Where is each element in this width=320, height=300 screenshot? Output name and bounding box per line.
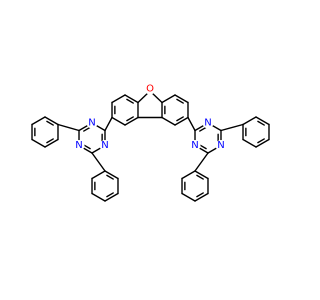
nitrogen-atom-label-background (202, 117, 214, 129)
phenyl-ring-double-bond (257, 138, 265, 144)
phenyl-ring-double-bond (106, 174, 114, 180)
dibenzofuran-left-ring-double-bond (126, 98, 134, 104)
dibenzofuran-right-ring-double-bond (176, 116, 184, 122)
phenyl-ring-bond (242, 116, 257, 126)
phenyl-bond (91, 152, 106, 172)
phenyl-ring-double-bond (46, 138, 54, 144)
phenyl-ring-bond (31, 138, 46, 148)
dibenzofuran-right-ring-bond (174, 94, 189, 104)
oxygen-atom-label-background (144, 83, 156, 95)
nitrogen-atom: N (88, 118, 95, 129)
nitrogen-atom-label-background (86, 117, 98, 129)
phenyl-ring-double-bond (46, 120, 54, 126)
nitrogen-atom-label-background (73, 140, 85, 151)
nitrogen-atom: N (217, 140, 224, 151)
phenyl-ring-bond (242, 138, 257, 148)
nitrogen-atom-label-background (189, 140, 201, 151)
phenyl-ring-bond (44, 116, 59, 126)
left-triazine-ring-double-bond (83, 126, 91, 132)
phenyl-ring-double-bond (196, 174, 204, 180)
linker-bond (104, 116, 113, 132)
phenyl-ring-double-bond (106, 192, 114, 198)
nitrogen-atom: N (101, 140, 108, 151)
oxygen-atom: O (146, 84, 154, 95)
right-triazine-ring-double-bond (199, 126, 207, 132)
dibenzofuran-left-ring-bond (124, 94, 139, 104)
phenyl-ring-bond (194, 192, 209, 202)
dibenzofuran-right-ring-bond (161, 116, 176, 126)
right-triazine-ring-double-bond (199, 144, 207, 150)
phenyl-ring-bond (181, 170, 196, 180)
dibenzofuran-left-ring-bond (111, 94, 126, 104)
dibenzofuran-left-ring-bond (124, 116, 139, 126)
phenyl-ring-bond (104, 192, 119, 202)
nitrogen-atom-label-background (99, 140, 111, 151)
nitrogen-atom-label-background (215, 140, 227, 151)
phenyl-ring-bond (104, 170, 119, 180)
nitrogen-atom: N (75, 140, 82, 151)
linker-bond (187, 116, 196, 132)
phenyl-ring-bond (31, 116, 46, 126)
phenyl-bond (194, 152, 209, 172)
phenyl-ring-bond (255, 138, 270, 148)
dibenzofuran-left-ring-double-bond (126, 116, 134, 122)
dibenzofuran-right-ring-double-bond (176, 98, 184, 104)
dibenzofuran-right-ring-bond (161, 94, 176, 104)
nitrogen-atom: N (204, 118, 211, 129)
phenyl-ring-bond (91, 192, 106, 202)
phenyl-ring-bond (44, 138, 59, 148)
phenyl-ring-double-bond (196, 192, 204, 198)
phenyl-ring-double-bond (257, 120, 265, 126)
dibenzofuran-right-ring-bond (174, 116, 189, 126)
bond-layer (31, 90, 270, 202)
phenyl-bond (57, 123, 80, 132)
left-triazine-ring-double-bond (83, 144, 91, 150)
dibenzofuran-left-ring-bond (111, 116, 126, 126)
phenyl-ring-bond (181, 192, 196, 202)
phenyl-ring-bond (194, 170, 209, 180)
phenyl-bond (220, 123, 244, 132)
phenyl-ring-bond (255, 116, 270, 126)
nitrogen-atom: N (191, 140, 198, 151)
phenyl-ring-bond (91, 170, 106, 180)
